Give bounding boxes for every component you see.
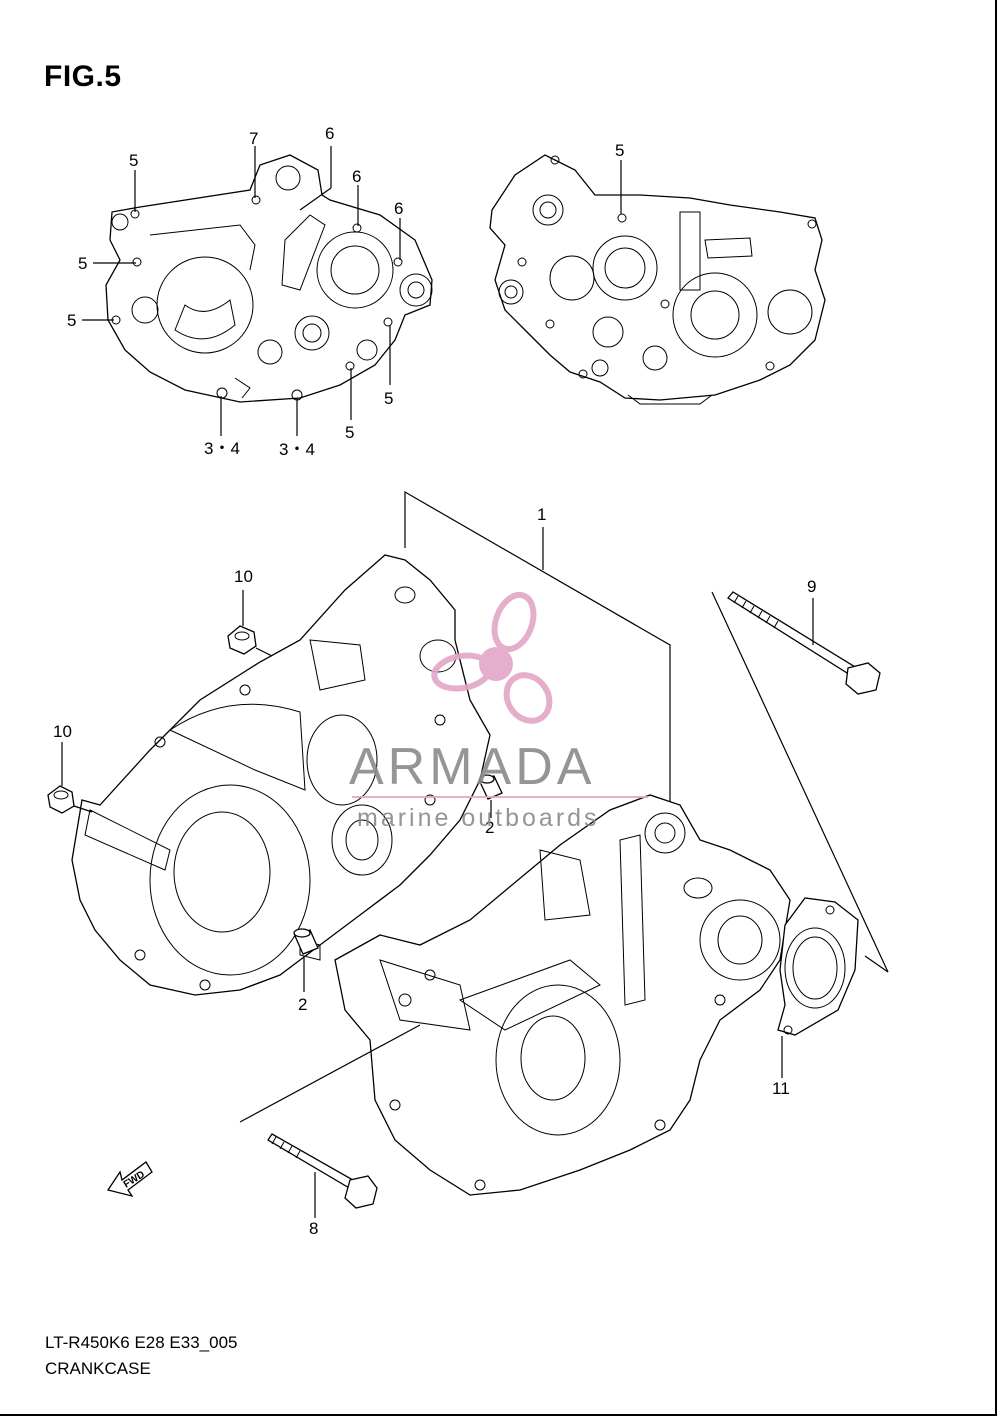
diagram-name: CRANKCASE xyxy=(45,1359,151,1378)
callout-bolt-long: 9 xyxy=(807,577,816,596)
oil-seal-retainer xyxy=(777,897,859,1078)
figure-title: FIG.5 xyxy=(44,60,122,93)
callout-top-left-3: 5 xyxy=(67,311,76,330)
callout-cap-upper: 10 xyxy=(234,567,253,586)
top-left-leaders xyxy=(82,146,401,436)
callout-cap-left: 10 xyxy=(53,722,72,741)
cap-plug-upper xyxy=(227,590,273,657)
dowel-pin-lower xyxy=(293,928,319,992)
callout-dowel-pin-a: 2 xyxy=(485,818,494,837)
callout-top-left-1: 5 xyxy=(129,151,138,170)
callout-top-left-11: 3・4 xyxy=(279,440,315,459)
callout-top-left-7: 6 xyxy=(394,199,403,218)
callout-bolt-short: 8 xyxy=(309,1219,318,1238)
callout-top-left-4: 7 xyxy=(249,129,258,148)
callout-oil-seal-retainer: 11 xyxy=(772,1079,790,1098)
watermark-brand: ARMADA xyxy=(349,738,595,796)
callout-top-right-1: 5 xyxy=(615,141,624,160)
right-crankcase-inner-view xyxy=(489,154,826,405)
propeller-logo-icon xyxy=(431,591,553,724)
callout-dowel-pin-b: 2 xyxy=(298,995,307,1014)
left-crankcase-inner-view xyxy=(105,154,433,403)
right-crankcase-half xyxy=(334,794,791,1196)
callout-crankcase-set: 1 xyxy=(537,505,546,524)
callout-top-left-5: 6 xyxy=(325,124,334,143)
callout-top-left-8: 5 xyxy=(384,389,393,408)
callout-top-left-10: 3・4 xyxy=(204,439,240,458)
bolt-long xyxy=(711,591,889,973)
bolt-short xyxy=(239,1024,421,1218)
cap-plug-left xyxy=(47,742,93,814)
callout-top-left-9: 5 xyxy=(345,423,354,442)
watermark-tagline: marine outboards xyxy=(357,804,600,832)
armada-watermark: ARMADA marine outboards xyxy=(349,591,648,832)
callout-top-left-6: 6 xyxy=(352,167,361,186)
callout-top-left-2: 5 xyxy=(78,254,87,273)
diagram-code: LT-R450K6 E28 E33_005 xyxy=(45,1333,238,1352)
callout-labels: 5 5 5 7 6 6 6 5 5 3・4 3・4 5 1 2 2 9 8 10… xyxy=(53,124,816,1238)
dowel-pin-upper xyxy=(479,774,503,818)
crankcase-set-bracket xyxy=(404,490,671,808)
fwd-arrow-icon: FWD xyxy=(106,1161,153,1198)
